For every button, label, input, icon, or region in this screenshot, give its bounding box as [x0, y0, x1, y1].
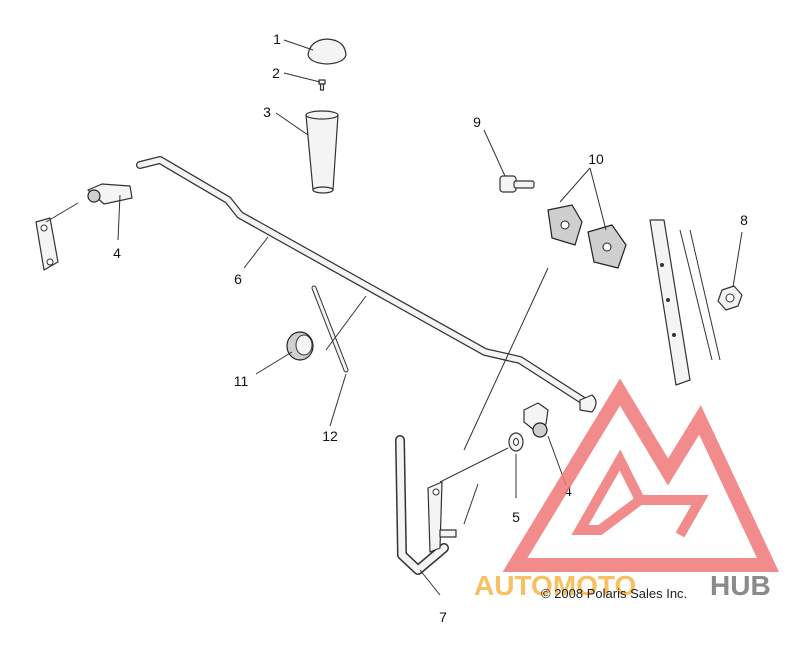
callout-11: 11 — [234, 373, 249, 389]
part-12-pin — [311, 285, 349, 373]
callout-5: 5 — [512, 509, 520, 525]
callout-4-left: 4 — [113, 245, 121, 261]
shift-link-left — [35, 217, 59, 271]
part-9-bolt — [499, 175, 535, 193]
part-3-shift-knob — [305, 110, 339, 194]
callout-6: 6 — [234, 271, 242, 287]
callout-2: 2 — [272, 65, 280, 81]
part-5-washer — [508, 432, 524, 452]
copyright-text: © 2008 Polaris Sales Inc. — [541, 586, 687, 601]
part-4-pivot-left — [87, 183, 133, 205]
callout-7: 7 — [439, 609, 447, 625]
part-10-bushing-left — [547, 204, 583, 246]
callout-8: 8 — [740, 212, 748, 228]
watermark-brand-hub: HUB — [710, 570, 771, 601]
callout-3: 3 — [263, 104, 271, 120]
part-1-knob-cap — [307, 38, 347, 65]
part-6-shift-rod — [136, 156, 597, 413]
frame-bracket — [649, 219, 721, 386]
callout-10: 10 — [588, 151, 604, 167]
callout-1: 1 — [273, 31, 281, 47]
watermark-brand-automoto: AUTOMOTO — [474, 570, 636, 601]
part-11-grommet — [286, 331, 314, 361]
callout-9: 9 — [473, 114, 481, 130]
callout-12: 12 — [322, 428, 338, 444]
part-7-shift-lever — [395, 435, 457, 575]
leader-lines — [45, 39, 743, 596]
watermark-logo — [502, 378, 780, 572]
part-10-bushing-right — [587, 224, 627, 269]
part-8-nut — [717, 285, 743, 311]
part-4-pivot-right — [523, 402, 549, 438]
